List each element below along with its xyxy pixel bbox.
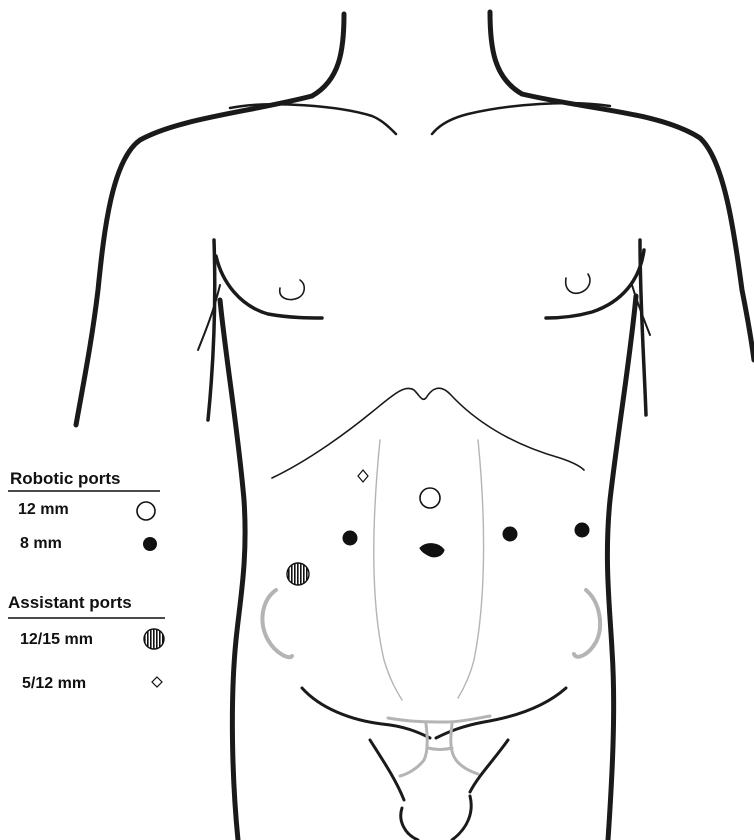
robotic-port-8mm-left xyxy=(343,531,358,546)
ports xyxy=(287,470,590,585)
left-iliac-crest xyxy=(262,590,292,657)
right-nipple xyxy=(566,274,590,293)
legend-label-8mm: 8 mm xyxy=(20,535,62,552)
left-pectoral xyxy=(216,256,322,318)
lower-abdomen-arc xyxy=(302,688,430,738)
left-armpit-line xyxy=(208,240,215,420)
pubic-line xyxy=(388,716,490,722)
right-shoulder-arm xyxy=(522,94,754,360)
left-flank-line xyxy=(220,300,245,840)
rectus-left-line xyxy=(374,440,402,700)
pubic-bridge xyxy=(428,748,452,750)
torso-outline xyxy=(76,12,754,840)
legend-label-5-12mm: 5/12 mm xyxy=(22,675,86,692)
right-flank-line xyxy=(607,296,636,840)
robotic-port-12mm xyxy=(420,488,440,508)
rectus-right-line xyxy=(458,440,484,698)
left-shoulder-arm xyxy=(76,96,312,425)
assistant-port-5-12 xyxy=(358,470,368,482)
legend-label-12-15mm: 12/15 mm xyxy=(20,631,93,648)
legend-title-robotic: Robotic ports xyxy=(10,469,121,488)
right-pectoral xyxy=(546,250,644,318)
costal-margin xyxy=(272,388,584,478)
groin-right xyxy=(470,740,508,792)
legend-label-12mm: 12 mm xyxy=(18,501,69,518)
left-nipple xyxy=(280,280,305,300)
left-arm-inner-line xyxy=(198,285,220,350)
robotic-port-8mm-far-right xyxy=(575,523,590,538)
filled-circle-icon xyxy=(143,537,157,551)
open-circle-icon xyxy=(137,502,155,520)
robotic-port-8mm-right xyxy=(503,527,518,542)
legend-title-assistant: Assistant ports xyxy=(8,593,132,612)
pubic-right-post xyxy=(451,724,478,774)
lower-abdomen-arc-right xyxy=(436,688,566,738)
legend: Robotic ports 12 mm 8 mm Assistant ports… xyxy=(8,469,165,692)
hatched-circle-icon xyxy=(144,629,164,649)
neck-right-line xyxy=(490,12,522,94)
thigh-inner-left xyxy=(401,808,418,840)
assistant-port-12-15 xyxy=(287,563,309,585)
umbilicus xyxy=(420,544,444,557)
small-diamond-icon xyxy=(152,677,162,687)
thigh-inner-right xyxy=(452,796,471,840)
groin-left xyxy=(370,740,404,800)
neck-left-line xyxy=(312,14,344,96)
right-iliac-crest xyxy=(574,590,600,657)
